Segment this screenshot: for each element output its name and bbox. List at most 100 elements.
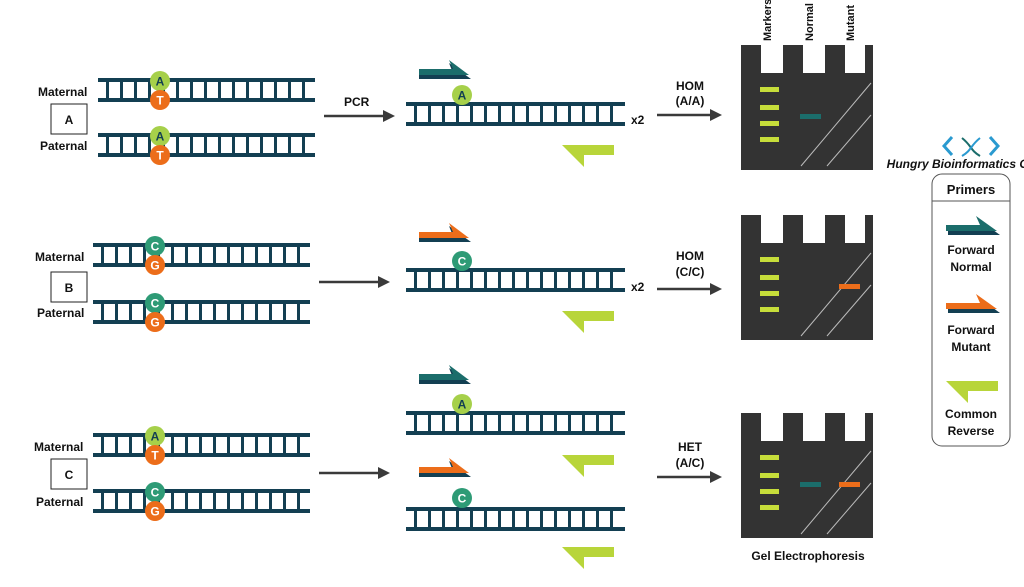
mutant-band	[839, 482, 860, 487]
genotype-alleles: (A/A)	[676, 94, 705, 108]
genotype-label: HOM	[676, 79, 704, 93]
forward-primer	[419, 223, 471, 242]
maternal-bottom-base: T	[150, 90, 170, 110]
reverse-primer-shape	[562, 455, 614, 477]
arrow-head	[378, 467, 390, 479]
paternal-dna	[98, 133, 315, 157]
maternal-dna	[93, 243, 310, 267]
paternal-top-base: C	[145, 293, 165, 313]
forward-primer	[419, 458, 471, 477]
allele-circle	[145, 426, 165, 446]
maternal-top-base: A	[150, 71, 170, 91]
marker-band	[760, 307, 779, 312]
logo-dna-icon	[961, 137, 981, 157]
allele-letter: C	[151, 240, 160, 254]
maternal-label: Maternal	[38, 85, 87, 99]
sample-box	[50, 271, 88, 303]
pcr-product-a-1: A	[406, 60, 625, 167]
marker-band	[760, 121, 779, 126]
allele-circle	[145, 445, 165, 465]
paternal-label: Paternal	[37, 306, 84, 320]
allele-circle	[150, 71, 170, 91]
allele-circle	[145, 482, 165, 502]
genomic-dna-layer: ATATMaternalPaternalACGCGMaternalPaterna…	[34, 71, 315, 521]
normal-band	[800, 114, 821, 119]
gel-gloss-line	[826, 482, 872, 535]
maternal-dna	[93, 433, 310, 457]
amplicon-dna	[406, 102, 625, 126]
gel-gloss-line	[800, 252, 872, 337]
mutant-band	[839, 284, 860, 289]
allele-circle	[452, 85, 472, 105]
allele-letter: A	[156, 130, 165, 144]
allele-letter: C	[458, 255, 467, 269]
sample-id: A	[65, 113, 74, 127]
allele-circle	[145, 293, 165, 313]
reverse-primer	[562, 547, 614, 569]
amplicon-dna	[406, 507, 625, 531]
gel-panel-1	[741, 215, 873, 340]
primer-base: A	[452, 85, 472, 105]
pcr-product-c-1: A	[406, 365, 625, 477]
paternal-label: Paternal	[36, 495, 83, 509]
logo-chevron-right	[988, 136, 1001, 156]
gel-panel-2	[741, 413, 873, 538]
primer-shape	[419, 223, 469, 238]
pcr-arrow-b	[319, 276, 390, 288]
legend-swatch-reverse	[946, 381, 998, 403]
maternal-bottom-base: T	[145, 445, 165, 465]
legend-label-line1: Forward	[947, 323, 994, 337]
reverse-primer	[562, 455, 614, 477]
gel-gloss-line	[800, 450, 872, 535]
allele-circle	[150, 126, 170, 146]
reverse-primer-shape	[562, 311, 614, 333]
paternal-label: Paternal	[40, 139, 87, 153]
reverse-primer	[562, 311, 614, 333]
marker-band	[760, 87, 779, 92]
legend-label-line2: Mutant	[951, 340, 990, 354]
gel-lane-label-normal: Normal	[804, 3, 816, 41]
genotype-label: HET	[678, 440, 703, 454]
allele-letter: G	[150, 505, 159, 519]
primer-shape	[419, 60, 469, 75]
allele-letter: C	[151, 486, 160, 500]
paternal-bottom-base: G	[145, 312, 165, 332]
primer-legend: Hungry Bioinformatics GroupPrimersForwar…	[887, 136, 1024, 447]
arrow-head	[383, 110, 395, 122]
marker-band	[760, 257, 779, 262]
allele-circle	[145, 255, 165, 275]
genotype-arrow-c	[657, 471, 722, 483]
gel-caption: Gel Electrophoresis	[751, 549, 865, 563]
marker-band	[760, 473, 779, 478]
genotype-alleles: (A/C)	[676, 456, 705, 470]
allele-circle	[452, 394, 472, 414]
paternal-dna	[93, 300, 310, 324]
arrow-head	[710, 109, 722, 121]
genotype-arrow-a	[657, 109, 722, 121]
reverse-primer-shape	[562, 145, 614, 167]
pcr-arrow-a	[324, 110, 395, 122]
allele-circle	[145, 501, 165, 521]
legend-label-line2: Reverse	[948, 424, 995, 438]
paternal-dna	[93, 489, 310, 513]
paternal-bottom-base: T	[150, 145, 170, 165]
allele-letter: A	[156, 75, 165, 89]
legend-swatch	[946, 294, 997, 309]
gel-gloss-line	[800, 82, 872, 167]
allele-circle	[452, 251, 472, 271]
allele-letter: T	[156, 94, 164, 108]
allele-circle	[145, 236, 165, 256]
allele-letter: T	[156, 149, 164, 163]
marker-band	[760, 505, 779, 510]
genotype-arrow-b	[657, 283, 722, 295]
pcr-product-c-2: C	[406, 458, 625, 569]
copy-multiplier: x2	[631, 280, 645, 294]
process-arrows-layer: PCR	[319, 95, 395, 479]
marker-band	[760, 137, 779, 142]
marker-band	[760, 105, 779, 110]
